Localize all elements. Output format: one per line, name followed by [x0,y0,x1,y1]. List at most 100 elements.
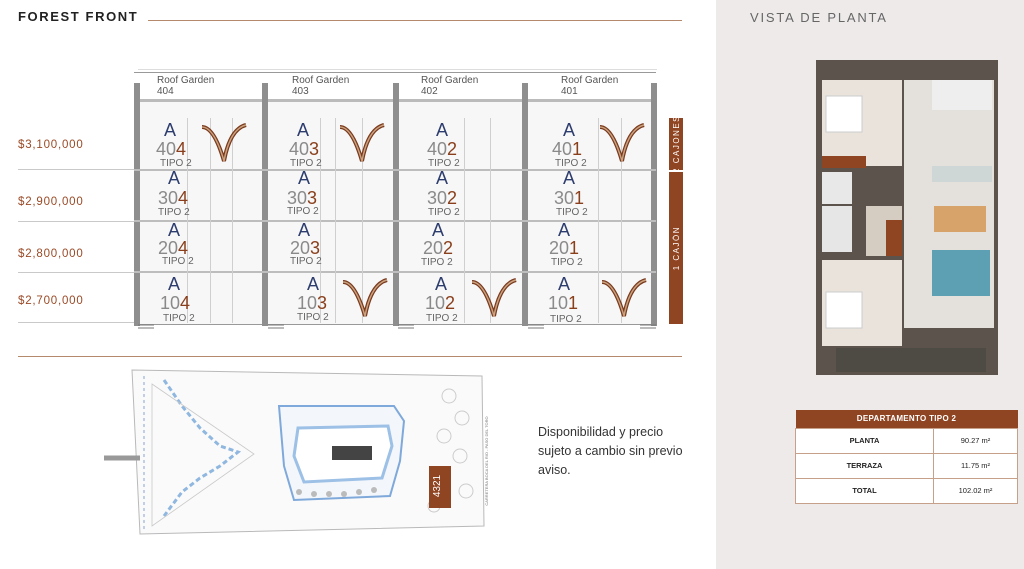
row-label: TOTAL [795,477,934,504]
stairs-icon [138,324,154,329]
unit-number: 102 [425,293,456,313]
window-mullion [320,118,321,323]
unit-type: TIPO 2 [550,314,582,325]
unit-letter: A [298,220,311,240]
unit-type: TIPO 2 [551,257,583,268]
unit-number: 202 [423,238,454,258]
stairs-icon [268,324,284,329]
v-logo-icon [471,278,517,317]
unit-type: TIPO 2 [287,206,319,217]
unit-type: TIPO 2 [426,313,458,324]
stairs-icon [398,324,414,329]
price-floor-4: $3,100,000 [18,139,84,151]
window-mullion [362,118,363,323]
floor-line [134,169,656,171]
unit-type: TIPO 2 [428,207,460,218]
elevation-top-line [138,69,657,70]
building-pillar [522,83,528,326]
row-label: TERRAZA [795,452,934,479]
window-mullion [187,118,188,323]
unit-letter: A [297,120,310,140]
unit-number: 403 [289,139,320,159]
window-mullion [490,118,491,323]
building-pillar [651,83,657,326]
unit-number: 103 [297,293,328,313]
unit-type: TIPO 2 [428,158,460,169]
unit-number: 401 [552,139,583,159]
unit-letter: A [168,168,181,188]
price-divider [18,169,134,170]
unit-number: 402 [427,139,458,159]
unit-type: TIPO 2 [555,158,587,169]
parking-badge-2: 2 CAJONES [669,115,683,173]
unit-letter: A [436,168,449,188]
unit-letter: A [436,120,449,140]
price-divider [18,221,134,222]
unit-number: 201 [549,238,580,258]
unit-letter: A [307,274,320,294]
building-pillar [262,83,268,326]
v-logo-icon [339,123,385,162]
row-value: 11.75 m² [933,452,1018,479]
table-title: DEPARTAMENTO TIPO 2 [795,410,1018,428]
price-floor-2: $2,800,000 [18,248,84,260]
unit-letter: A [558,274,571,294]
unit-letter: A [558,220,571,240]
unit-letter: A [164,120,177,140]
v-logo-icon [201,123,247,162]
site-road-label: CARRETERA BOCA DEL RIO - PASO DEL TORO [484,416,489,505]
building-pillar [134,83,140,326]
price-divider [18,322,134,323]
unit-type: TIPO 2 [290,158,322,169]
unit-letter: A [168,274,181,294]
v-logo-icon [599,123,645,162]
row-value: 90.27 m² [933,427,1018,454]
unit-type: TIPO 2 [162,256,194,267]
unit-letter: A [298,168,311,188]
stairs-icon [528,324,544,329]
title-rule [148,20,682,21]
window-mullion [335,118,336,323]
price-floor-1: $2,700,000 [18,295,84,307]
unit-type: TIPO 2 [158,207,190,218]
price-divider [18,272,134,273]
unit-number: 301 [554,188,585,208]
unit-type: TIPO 2 [160,158,192,169]
unit-number: 101 [548,293,579,313]
window-mullion [464,118,465,323]
unit-letter: A [168,220,181,240]
window-mullion [598,118,599,323]
site-plan: 4321 CARRETERA BOCA DEL RIO - PASO DEL T… [104,369,489,535]
unit-type: TIPO 2 [556,207,588,218]
unit-letter: A [563,120,576,140]
building-pillar [393,83,399,326]
availability-notice: Disponibilidad y precio sujeto a cambio … [538,425,683,477]
unit-number: 304 [158,188,189,208]
unit-type: TIPO 2 [297,312,329,323]
unit-letter: A [563,168,576,188]
section-rule [18,356,682,357]
price-floor-3: $2,900,000 [18,196,84,208]
v-logo-icon [342,278,388,317]
row-label: PLANTA [795,427,934,454]
window-mullion [232,118,233,323]
unit-type: TIPO 2 [421,257,453,268]
unit-type: TIPO 2 [163,313,195,324]
floor-plan [816,60,998,375]
parking-badge-1: 1 CAJÓN [669,172,683,324]
unit-number: 404 [156,139,187,159]
v-logo-icon [601,278,647,317]
window-mullion [621,118,622,323]
unit-letter: A [432,220,445,240]
site-block-label: 4321 [432,474,443,497]
window-mullion [210,118,211,323]
floor-line [134,220,656,222]
